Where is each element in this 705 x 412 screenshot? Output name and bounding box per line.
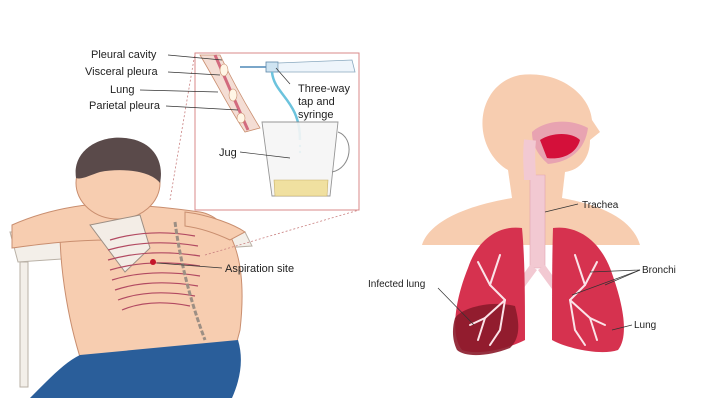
label-lung-left: Lung	[110, 84, 134, 96]
trachea	[530, 175, 545, 268]
label-parietal-pleura: Parietal pleura	[89, 100, 161, 112]
lung-right	[552, 228, 624, 353]
jug-fluid	[274, 180, 328, 196]
label-pleural-cavity: Pleural cavity	[91, 49, 157, 61]
label-jug: Jug	[219, 147, 237, 159]
three-way-tap	[266, 62, 278, 72]
aspiration-site-marker	[150, 259, 156, 265]
label-trachea: Trachea	[582, 200, 619, 211]
respiratory-figure	[422, 74, 640, 355]
label-three-way-line2: tap and	[298, 96, 335, 108]
aspiration-inset	[195, 53, 359, 210]
label-three-way-line1: Three-way	[298, 83, 350, 95]
label-infected-lung: Infected lung	[368, 279, 425, 290]
label-visceral-pleura: Visceral pleura	[85, 66, 158, 78]
label-aspiration-site: Aspiration site	[225, 263, 294, 275]
label-three-way-line3: syringe	[298, 109, 333, 121]
label-lung-right: Lung	[634, 320, 656, 331]
label-bronchi: Bronchi	[642, 265, 676, 276]
